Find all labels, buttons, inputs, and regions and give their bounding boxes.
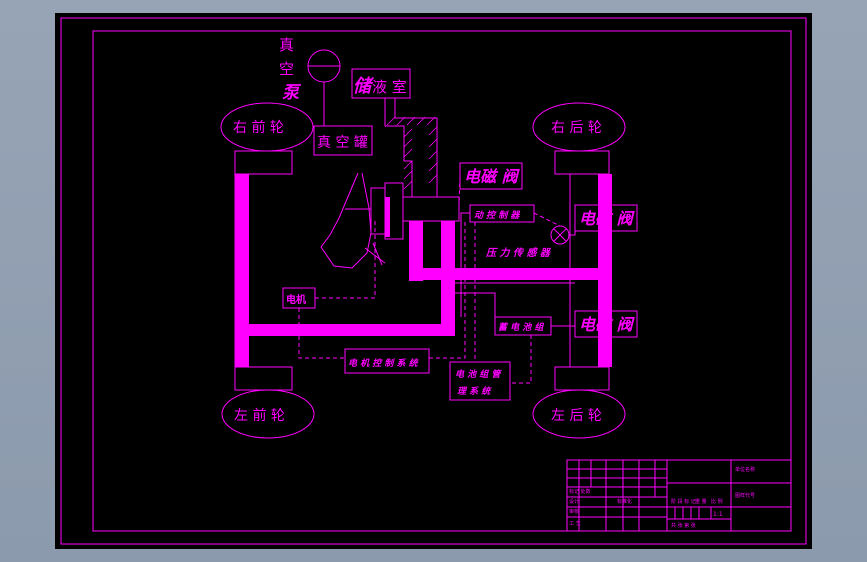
label-valve-right-2: 电磁 阀: [579, 315, 636, 334]
label-motor-ctrl: 电 机 控 制 系 统: [348, 358, 420, 369]
label-battery: 蓄 电 池 组: [498, 322, 544, 333]
inner-border: [92, 30, 792, 532]
brake-system-diagram: 真 空 泵 储 液 室 右 前 轮 右 后 轮 左 前 轮 左 后 轮 真 空 …: [60, 17, 807, 545]
label-wheel-fr: 右 前 轮: [233, 119, 284, 136]
label-pressure-sensor: 压 力 传 感 器: [485, 247, 552, 259]
label-pump-1: 真: [279, 36, 294, 54]
tb-c7: 重 量: [695, 498, 707, 505]
title-block: [566, 459, 792, 532]
bms-box: [449, 361, 511, 401]
hydraulic-lines: [235, 174, 612, 367]
label-tank-b: 液 室: [372, 78, 407, 96]
brake-pedal: [320, 172, 372, 269]
tb-c3: 审核: [569, 508, 579, 515]
drawing-canvas: 真 空 泵 储 液 室 右 前 轮 右 后 轮 左 前 轮 左 后 轮 真 空 …: [55, 13, 812, 549]
tb-scale: 1:1: [713, 511, 723, 518]
label-valve-right-1: 电磁 阀: [579, 209, 636, 228]
motor-controller-box: [344, 348, 430, 374]
label-wheel-rl: 左 后 轮: [551, 408, 602, 424]
reservoir-box: [351, 68, 411, 99]
tb-c6: 阶 段 标 记: [671, 498, 696, 505]
tb-c11: 单位名称: [735, 466, 755, 473]
label-wheel-rr: 右 后 轮: [551, 120, 602, 136]
label-brake-ctrl: 动 控 制 器: [474, 210, 520, 221]
label-pump-2: 空: [279, 60, 294, 78]
label-bms-1: 电 池 组 管: [455, 369, 502, 380]
label-bms-2: 理 系 统: [457, 386, 492, 397]
label-vacuum-tank: 真 空 罐: [317, 135, 368, 151]
vacuum-tank-box: [313, 125, 373, 156]
label-wheel-fl: 左 前 轮: [234, 407, 285, 424]
label-tank-a: 储: [353, 76, 375, 97]
tb-c4: 工 艺: [569, 521, 581, 527]
signal-lines: [298, 175, 561, 384]
label-valve-top: 电磁 阀: [464, 167, 521, 186]
tb-c1: 标记 处数: [569, 488, 591, 495]
tb-c9: 共 张 第 张: [671, 522, 696, 529]
tb-c8: 比 例: [711, 498, 723, 505]
label-motor: 电机: [286, 293, 306, 306]
label-pump-3: 泵: [282, 83, 302, 103]
tb-c10: 图样代号: [735, 492, 755, 499]
outer-border: [60, 17, 807, 545]
tb-c2: 设计: [569, 498, 579, 505]
tb-c5: 标准化: [617, 498, 632, 505]
